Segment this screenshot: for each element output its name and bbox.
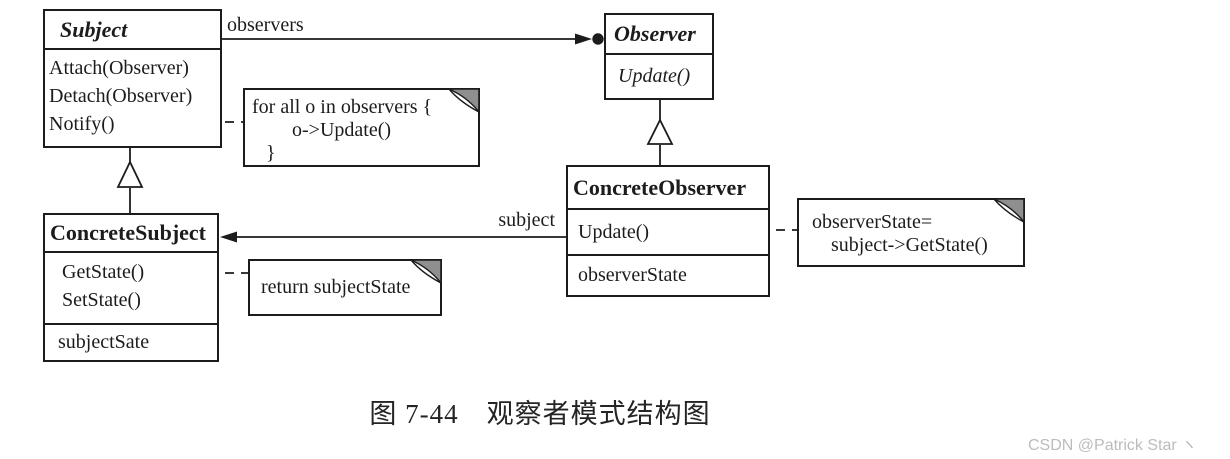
class-concrete-observer-name: ConcreteObserver bbox=[568, 167, 768, 210]
association-label-observers: observers bbox=[227, 14, 304, 36]
method-getstate: GetState() bbox=[62, 261, 145, 283]
note-line: for all o in observers { bbox=[252, 96, 433, 118]
method-update-abstract: Update() bbox=[618, 65, 691, 87]
method-notify: Notify() bbox=[49, 113, 115, 135]
note-fold-icon bbox=[993, 198, 1025, 223]
class-observer-name: Observer bbox=[606, 15, 712, 55]
class-concrete-observer-attributes: observerState bbox=[568, 256, 768, 295]
note-notify-pseudocode: for all o in observers { o->Update() } bbox=[243, 88, 480, 167]
note-line: return subjectState bbox=[261, 276, 411, 298]
subject-association-arrow bbox=[220, 231, 566, 243]
class-concrete-observer-methods: Update() bbox=[568, 210, 768, 256]
class-subject-methods: Attach(Observer) Detach(Observer) Notify… bbox=[45, 50, 220, 138]
class-concrete-subject: ConcreteSubject GetState() SetState() su… bbox=[43, 213, 219, 362]
class-observer-methods: Update() bbox=[606, 55, 712, 98]
note-line: observerState= bbox=[812, 211, 933, 233]
class-subject: Subject Attach(Observer) Detach(Observer… bbox=[43, 9, 222, 148]
method-setstate: SetState() bbox=[62, 289, 141, 311]
subject-generalization-arrow bbox=[116, 147, 144, 213]
class-concrete-observer: ConcreteObserver Update() observerState bbox=[566, 165, 770, 297]
figure-caption: 图 7-44 观察者模式结构图 bbox=[369, 399, 711, 429]
note-line: } bbox=[266, 142, 276, 164]
attribute-observerstate: observerState bbox=[578, 264, 687, 286]
attribute-subjectstate: subjectSate bbox=[58, 331, 150, 353]
method-detach: Detach(Observer) bbox=[49, 85, 193, 107]
note-getstate-pseudocode: return subjectState bbox=[248, 259, 442, 316]
class-concrete-subject-name: ConcreteSubject bbox=[45, 215, 217, 253]
note-line: subject->GetState() bbox=[831, 234, 988, 256]
note-update-pseudocode: observerState= subject->GetState() bbox=[797, 198, 1025, 267]
watermark-text: CSDN @Patrick Star ヽ bbox=[1028, 437, 1198, 454]
class-observer: Observer Update() bbox=[604, 13, 714, 100]
association-label-subject: subject bbox=[498, 209, 555, 231]
note-line: o->Update() bbox=[292, 119, 392, 141]
method-attach: Attach(Observer) bbox=[49, 57, 189, 79]
class-concrete-subject-attributes: subjectSate bbox=[45, 323, 217, 360]
note-fold-icon bbox=[448, 88, 480, 113]
method-update: Update() bbox=[578, 221, 650, 243]
note-fold-icon bbox=[410, 259, 442, 284]
class-concrete-subject-methods: GetState() SetState() bbox=[45, 253, 217, 323]
observer-generalization-arrow bbox=[646, 99, 674, 165]
class-subject-name: Subject bbox=[45, 11, 220, 50]
